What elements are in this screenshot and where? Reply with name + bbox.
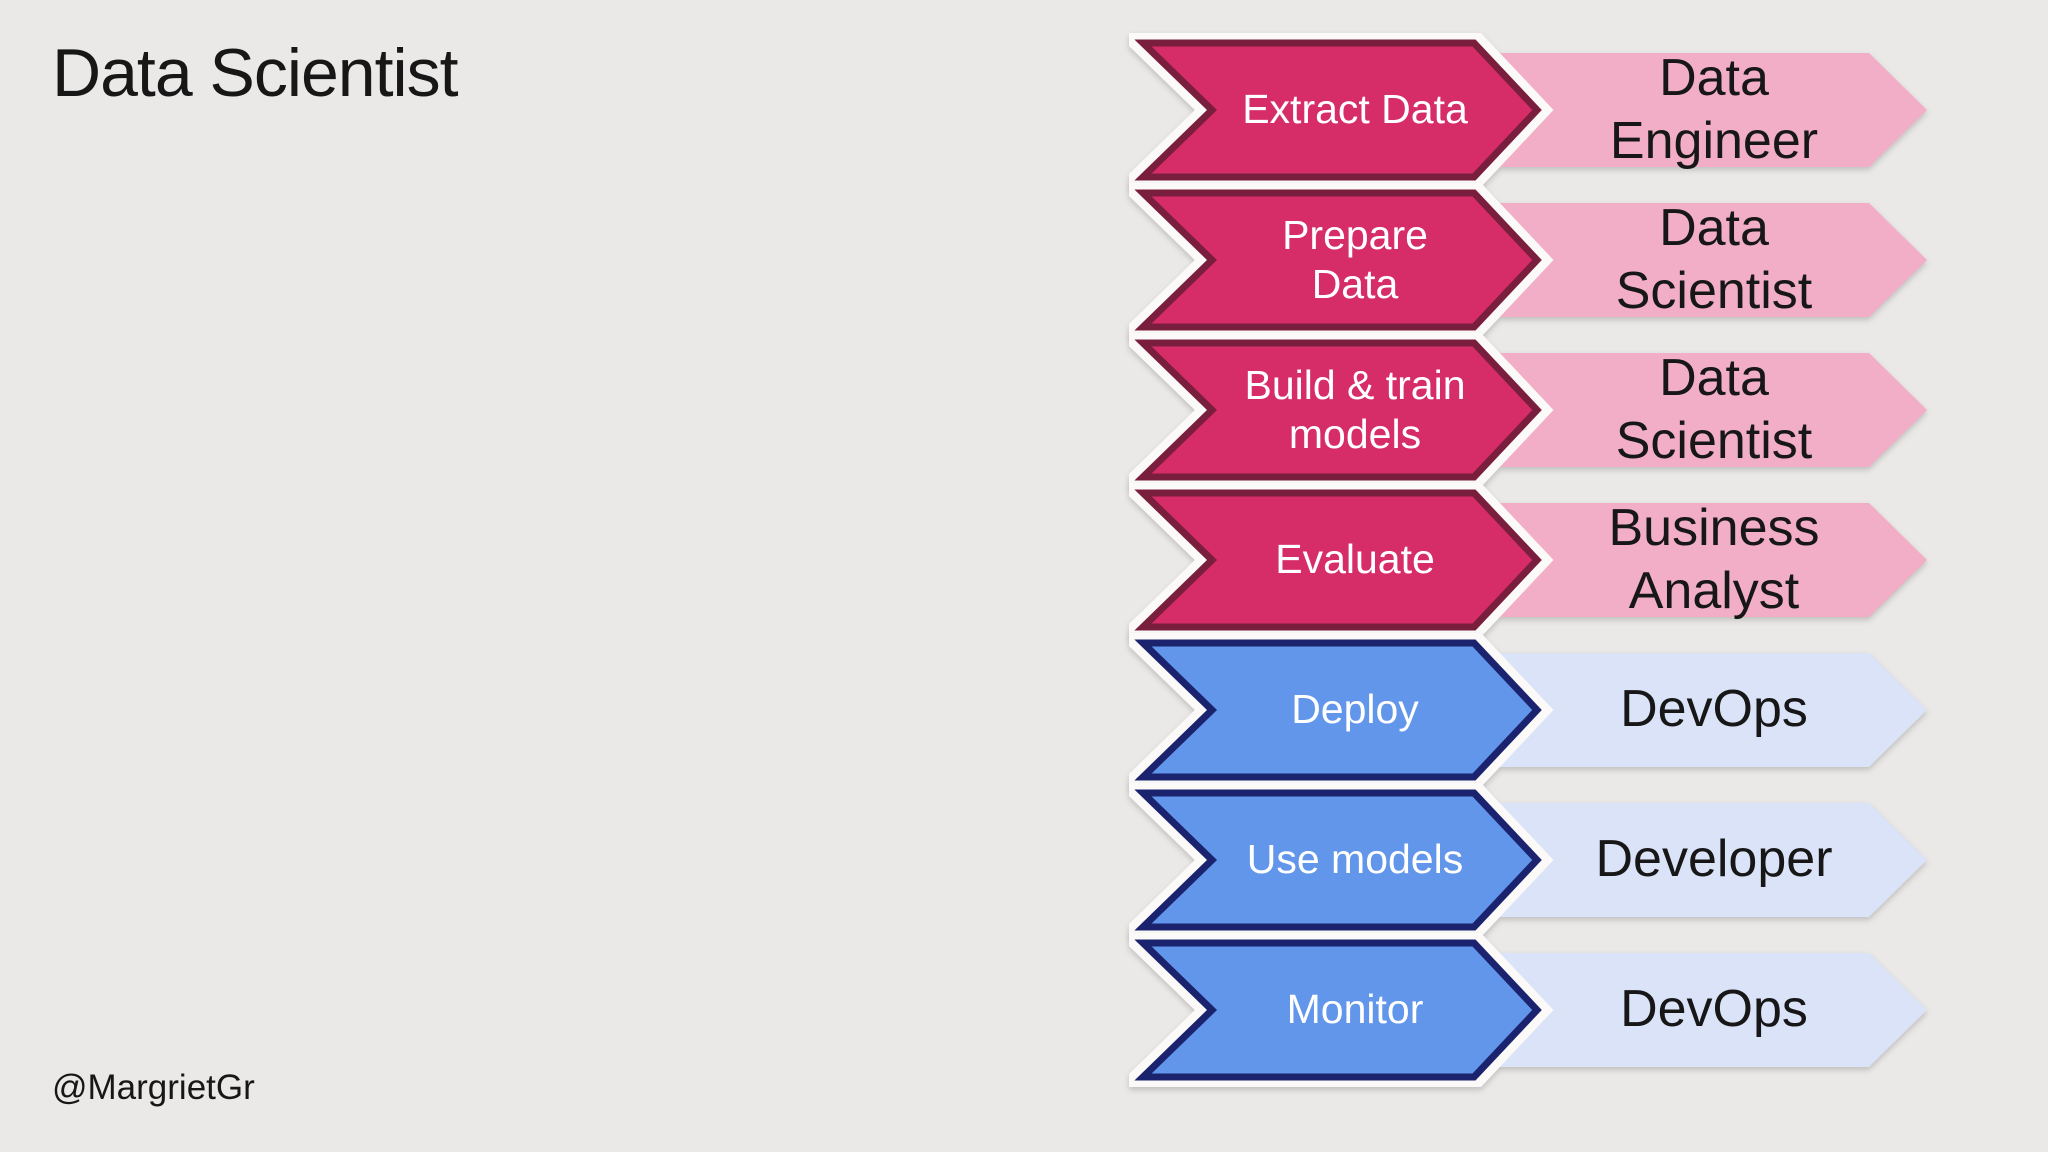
page-title: Data Scientist <box>52 35 459 111</box>
workflow-row: Build & train models Data Scientist <box>1129 333 1959 487</box>
step-arrow-shape <box>1134 489 1542 631</box>
arrow-pair-graphic <box>1129 483 1927 637</box>
arrow-pair-graphic <box>1129 183 1927 337</box>
step-arrow-shape <box>1134 939 1542 1081</box>
arrow-pair-graphic <box>1129 33 1927 187</box>
workflow-row: Monitor DevOps <box>1129 933 1959 1087</box>
step-arrow-shape <box>1134 39 1542 181</box>
role-arrow-shape <box>1483 953 1927 1067</box>
role-label: Business Analyst <box>1608 498 1820 620</box>
workflow-row: Extract Data Data Engineer <box>1129 33 1959 187</box>
step-label: Evaluate <box>1275 536 1435 583</box>
arrow-pair-graphic <box>1129 933 1927 1087</box>
role-arrow-shape <box>1483 353 1927 467</box>
author-handle: @MargrietGr <box>52 1068 255 1107</box>
step-label: Monitor <box>1286 986 1424 1033</box>
step-label: Build & train models <box>1244 361 1466 457</box>
role-label: Developer <box>1595 830 1833 889</box>
role-label: Data Scientist <box>1615 198 1813 320</box>
step-label: Prepare Data <box>1282 211 1428 307</box>
arrow-pair-graphic <box>1129 783 1927 937</box>
step-arrow-shape <box>1134 639 1542 781</box>
arrow-pair-graphic <box>1129 333 1927 487</box>
step-arrow-shape <box>1134 189 1542 331</box>
role-arrow-shape <box>1483 203 1927 317</box>
role-arrow-shape <box>1483 503 1927 617</box>
workflow-row: Use models Developer <box>1129 783 1959 937</box>
role-label: DevOps <box>1620 680 1808 739</box>
step-arrow-shape <box>1134 339 1542 481</box>
role-arrow-shape <box>1483 803 1927 917</box>
step-label: Extract Data <box>1242 86 1468 133</box>
step-label: Deploy <box>1291 686 1419 733</box>
role-label: DevOps <box>1620 980 1808 1039</box>
role-arrow-shape <box>1483 653 1927 767</box>
role-label: Data Scientist <box>1615 348 1813 470</box>
role-label: Data Engineer <box>1609 48 1819 170</box>
workflow-row: Evaluate Business Analyst <box>1129 483 1959 637</box>
role-arrow-shape <box>1483 53 1927 167</box>
arrow-pair-graphic <box>1129 633 1927 787</box>
step-label: Use models <box>1246 836 1464 883</box>
step-arrow-shape <box>1134 789 1542 931</box>
workflow-row: Prepare Data Data Scientist <box>1129 183 1959 337</box>
workflow-row: Deploy DevOps <box>1129 633 1959 787</box>
